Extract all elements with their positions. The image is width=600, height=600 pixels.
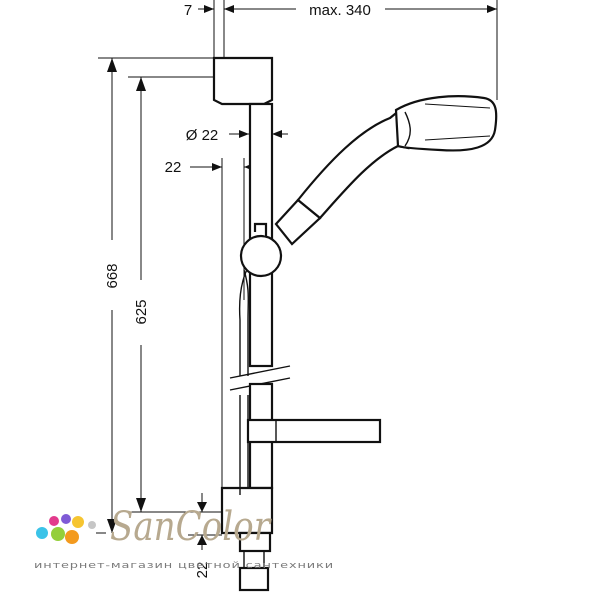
logo-dot	[88, 521, 96, 529]
logo-dot	[65, 530, 79, 544]
top-dimension: 7 max. 340	[184, 0, 498, 100]
height-dimension-668: 668	[96, 57, 220, 534]
soap-dish	[246, 418, 382, 444]
logo-dot	[72, 516, 84, 528]
diameter-dimension: Ø 22	[186, 127, 288, 144]
slider-holder	[239, 222, 283, 278]
shower-hose	[238, 255, 272, 592]
bottom-wall-bracket	[220, 486, 274, 535]
reach-label: max. 340	[309, 2, 371, 19]
logo-dot	[51, 527, 65, 541]
tagline: интернет-магазин цветной сантехники	[34, 561, 334, 571]
logo-dot	[61, 514, 71, 524]
rail-height-label: 625	[133, 299, 150, 324]
bottom-offset-dimension: 22	[188, 493, 222, 578]
total-height-label: 668	[104, 263, 121, 288]
top-offset-label: 7	[184, 2, 192, 19]
brand-name: SanColor	[110, 504, 272, 550]
color-dots-logo	[36, 514, 96, 544]
rail-offset-label: 22	[165, 159, 182, 176]
wall-rail	[212, 56, 291, 535]
bottom-offset-label: 22	[194, 562, 211, 579]
sancolor-watermark: SanColor интернет-магазин цветной сантех…	[34, 504, 334, 571]
top-wall-bracket	[212, 56, 274, 106]
logo-dot	[36, 527, 48, 539]
diameter-label: Ø 22	[186, 127, 219, 144]
logo-dot	[49, 516, 59, 526]
hand-shower	[274, 95, 498, 246]
height-dimension-625: 625	[128, 76, 222, 513]
